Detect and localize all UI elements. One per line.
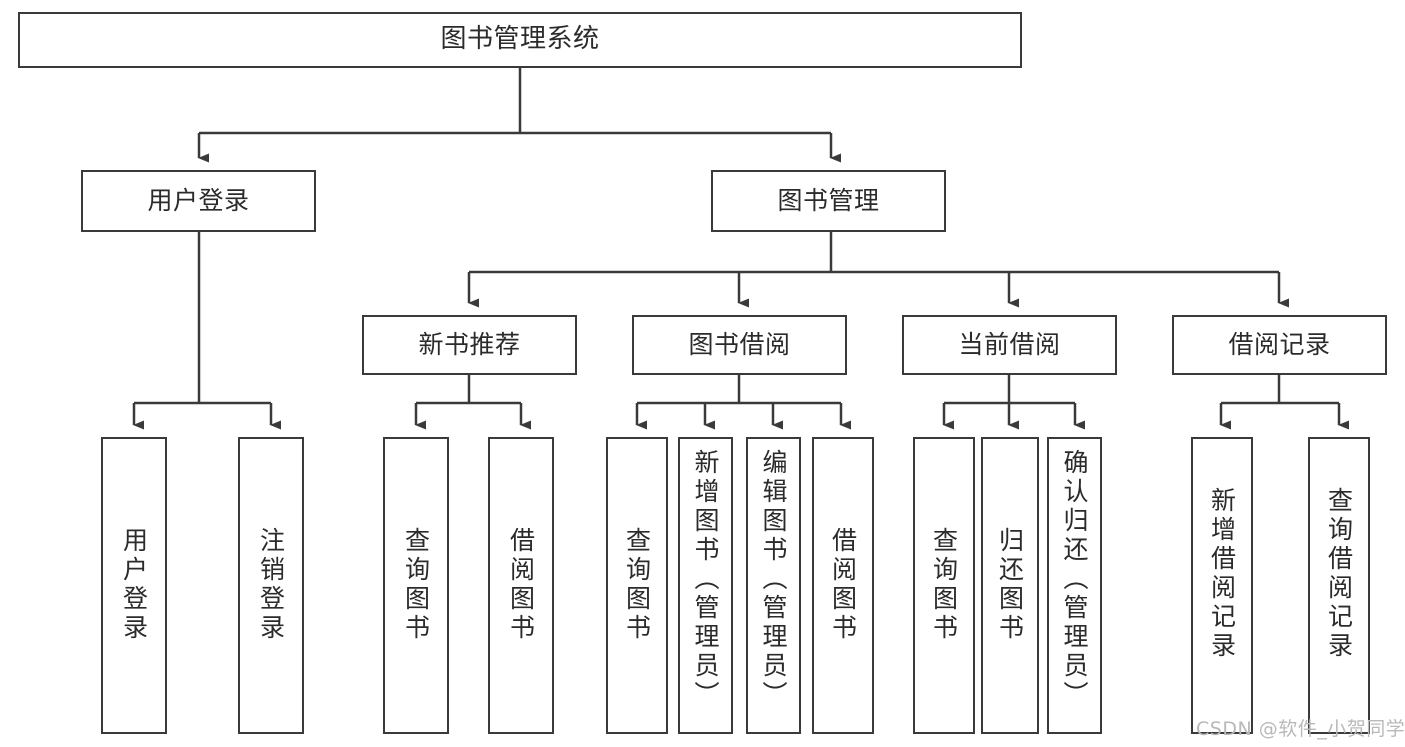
node-root-book-management-system[interactable]: 图书管理系统 <box>18 12 1022 68</box>
node-borrow-records[interactable]: 借阅记录 <box>1172 315 1387 375</box>
leaf-borrow-book[interactable]: 借阅图书 <box>812 437 874 734</box>
node-user-login[interactable]: 用户登录 <box>81 170 316 232</box>
node-label: 借阅图书 <box>506 527 536 643</box>
leaf-borrow-book-recommend[interactable]: 借阅图书 <box>488 437 554 734</box>
node-label: 新增图书（管理员） <box>691 449 720 710</box>
node-label: 新增借阅记录 <box>1207 487 1237 661</box>
leaf-return-book[interactable]: 归还图书 <box>981 437 1039 734</box>
leaf-add-borrow-record[interactable]: 新增借阅记录 <box>1191 437 1253 734</box>
node-label: 确认归还（管理员） <box>1060 449 1089 710</box>
node-book-borrow[interactable]: 图书借阅 <box>632 315 847 375</box>
node-new-book-recommend[interactable]: 新书推荐 <box>362 315 577 375</box>
node-label: 查询借阅记录 <box>1324 487 1354 661</box>
node-label: 借阅记录 <box>1228 329 1331 359</box>
leaf-user-login[interactable]: 用户登录 <box>101 437 167 734</box>
node-label: 查询图书 <box>929 527 959 643</box>
node-label: 用户登录 <box>119 527 149 643</box>
node-label: 用户登录 <box>147 185 250 215</box>
leaf-query-book-borrow[interactable]: 查询图书 <box>606 437 668 734</box>
leaf-edit-book-admin[interactable]: 编辑图书（管理员） <box>746 437 801 734</box>
node-label: 编辑图书（管理员） <box>759 449 788 710</box>
node-label: 查询图书 <box>401 527 431 643</box>
node-book-management[interactable]: 图书管理 <box>711 170 946 232</box>
node-label: 查询图书 <box>622 527 652 643</box>
csdn-watermark: CSDN @软件_小贺同学 <box>1196 718 1405 740</box>
node-label: 图书管理 <box>777 185 880 215</box>
node-label: 借阅图书 <box>828 527 858 643</box>
leaf-query-book-current[interactable]: 查询图书 <box>913 437 975 734</box>
leaf-confirm-return-admin[interactable]: 确认归还（管理员） <box>1047 437 1102 734</box>
leaf-query-book-recommend[interactable]: 查询图书 <box>383 437 449 734</box>
node-current-borrow[interactable]: 当前借阅 <box>902 315 1117 375</box>
leaf-add-book-admin[interactable]: 新增图书（管理员） <box>678 437 733 734</box>
leaf-query-borrow-record[interactable]: 查询借阅记录 <box>1308 437 1370 734</box>
node-label: 图书借阅 <box>688 329 791 359</box>
node-label: 当前借阅 <box>958 329 1061 359</box>
leaf-logout[interactable]: 注销登录 <box>238 437 304 734</box>
node-label: 图书管理系统 <box>440 24 600 55</box>
node-label: 注销登录 <box>256 527 286 643</box>
node-label: 归还图书 <box>995 527 1025 643</box>
node-label: 新书推荐 <box>418 329 521 359</box>
